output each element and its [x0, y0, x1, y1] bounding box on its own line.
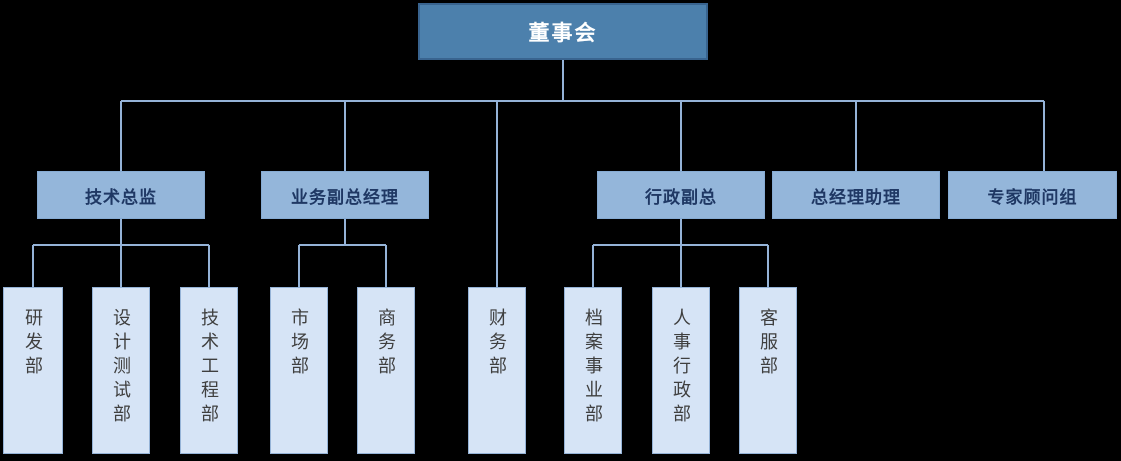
org-node-label: 市场部: [289, 308, 309, 380]
org-node-archives-dept[interactable]: 档案事业部: [564, 287, 622, 454]
org-node-label: 技术总监: [85, 187, 157, 207]
org-node-label: 人事行政部: [671, 308, 691, 428]
org-node-commerce-dept[interactable]: 商务部: [357, 287, 415, 454]
org-node-customer-service-dept[interactable]: 客服部: [739, 287, 797, 454]
org-node-tech-director[interactable]: 技术总监: [37, 171, 205, 219]
org-node-label: 行政副总: [645, 187, 717, 207]
org-node-label: 董事会: [528, 21, 598, 45]
org-node-admin-deputy-gm[interactable]: 行政副总: [597, 171, 765, 219]
org-node-label: 业务副总经理: [291, 187, 399, 207]
org-node-label: 技术工程部: [199, 308, 219, 428]
org-node-finance-dept[interactable]: 财务部: [468, 287, 526, 454]
org-node-label: 设计测试部: [111, 308, 131, 428]
org-node-business-deputy-gm[interactable]: 业务副总经理: [261, 171, 429, 219]
org-node-design-testing-dept[interactable]: 设计测试部: [92, 287, 150, 454]
org-node-hr-admin-dept[interactable]: 人事行政部: [652, 287, 710, 454]
org-node-label: 总经理助理: [811, 187, 901, 207]
org-node-label: 商务部: [376, 308, 396, 380]
org-node-rnd-dept[interactable]: 研发部: [3, 287, 63, 454]
org-node-expert-advisory-group[interactable]: 专家顾问组: [948, 171, 1117, 219]
org-node-label: 研发部: [23, 308, 43, 380]
org-node-board[interactable]: 董事会: [418, 3, 708, 60]
org-node-label: 客服部: [758, 308, 778, 380]
org-node-label: 专家顾问组: [987, 187, 1078, 207]
org-node-label: 财务部: [487, 308, 507, 380]
org-node-tech-engineering-dept[interactable]: 技术工程部: [180, 287, 238, 454]
org-node-gm-assistant[interactable]: 总经理助理: [772, 171, 940, 219]
org-node-label: 档案事业部: [583, 308, 603, 428]
org-node-marketing-dept[interactable]: 市场部: [270, 287, 328, 454]
